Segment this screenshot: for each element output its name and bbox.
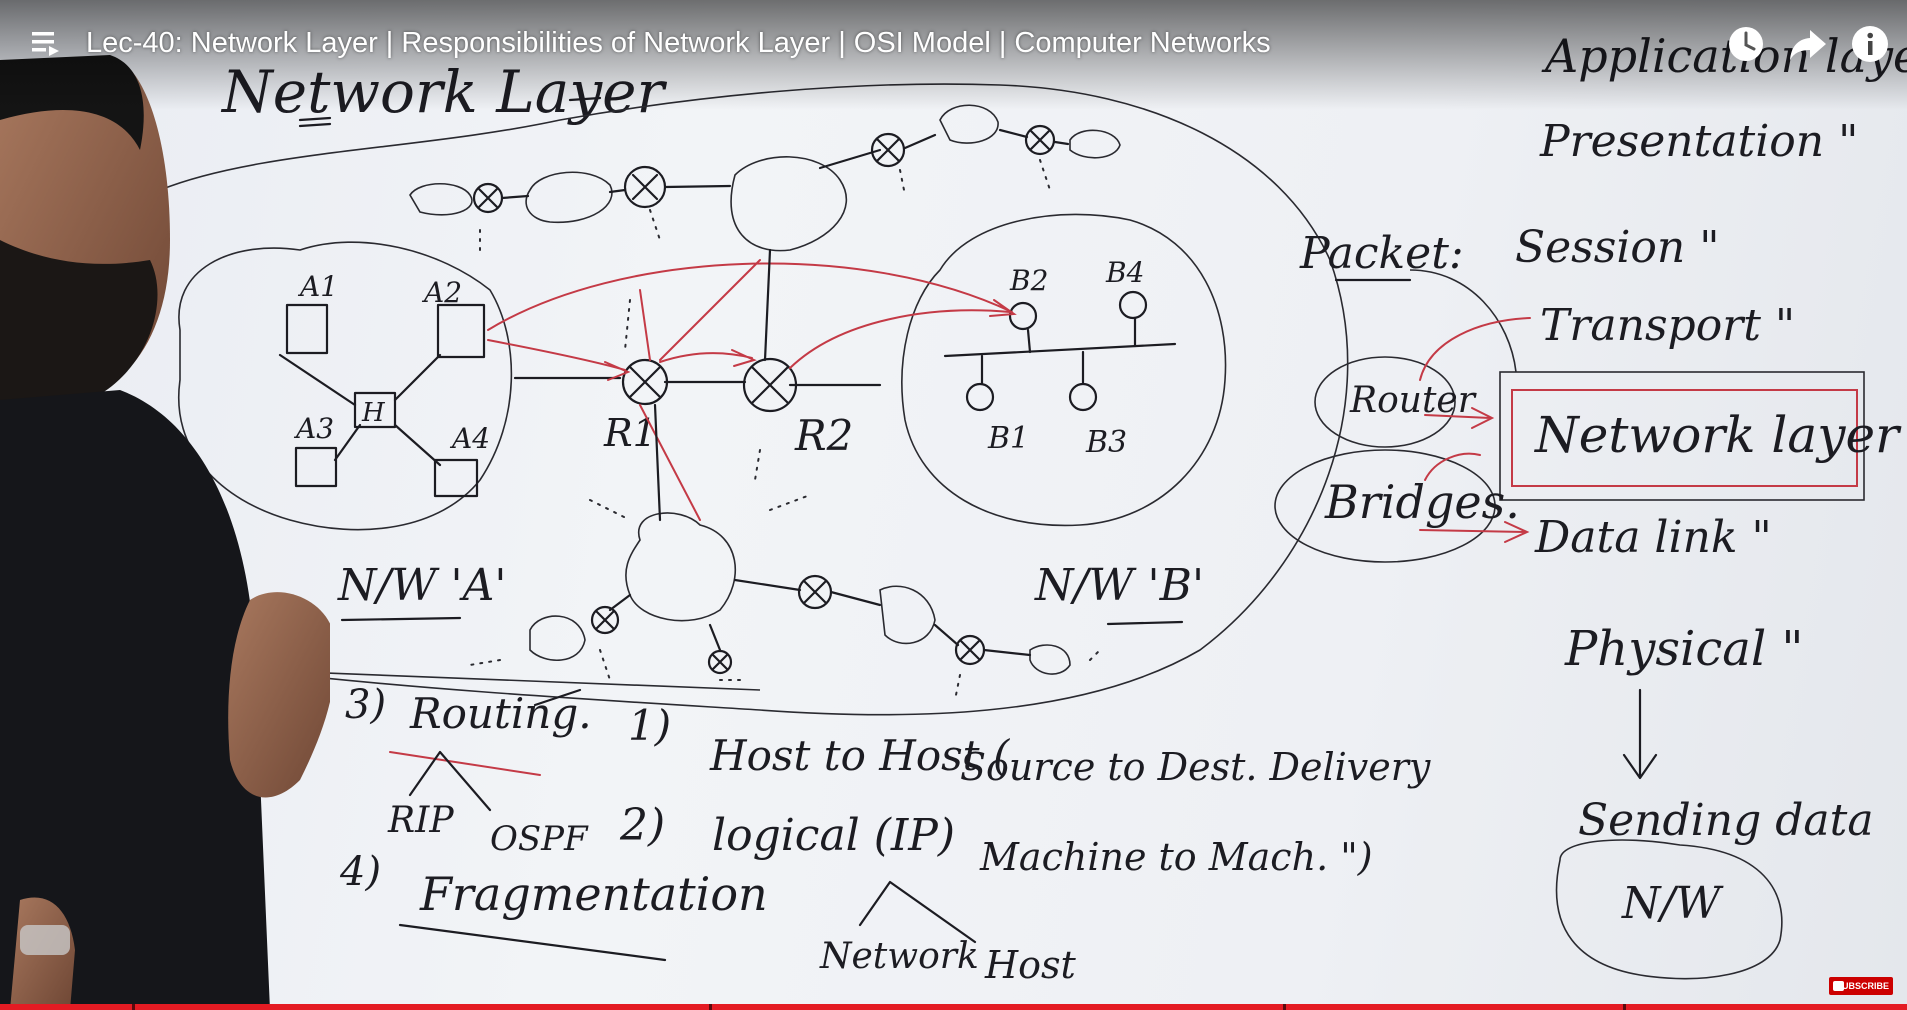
info-icon bbox=[1852, 26, 1888, 62]
chapter-marker bbox=[1283, 1004, 1286, 1010]
subscribe-button[interactable]: SUBSCRIBE bbox=[1829, 977, 1893, 995]
item1-number: 1) bbox=[628, 701, 671, 750]
item4-number: 4) bbox=[339, 849, 381, 895]
host-a4-label: A4 bbox=[449, 422, 490, 455]
clock-icon bbox=[1729, 27, 1763, 61]
chapter-marker bbox=[132, 1004, 135, 1010]
host-a3-label: A3 bbox=[293, 412, 334, 445]
network-b-label: N/W 'B' bbox=[1034, 560, 1204, 611]
host-b2-label: B2 bbox=[1009, 264, 1048, 297]
host-a1-label: A1 bbox=[297, 270, 338, 303]
item3-ospf: OSPF bbox=[490, 819, 589, 859]
chapter-marker bbox=[1623, 1004, 1626, 1010]
osi-transport: Transport " bbox=[1540, 300, 1795, 351]
host-b1-label: B1 bbox=[987, 421, 1029, 456]
packet-path bbox=[487, 339, 631, 381]
network-layer-box bbox=[1499, 371, 1865, 501]
router-circle bbox=[1314, 356, 1456, 448]
router-r1-label: R1 bbox=[603, 411, 657, 455]
item1-machine: Machine to Mach. ") bbox=[979, 835, 1373, 879]
osi-network: Network layer bbox=[1534, 406, 1902, 464]
item3-rip: RIP bbox=[387, 800, 454, 841]
item1-source-dest: Source to Dest. Delivery bbox=[960, 745, 1431, 789]
router-note: Router bbox=[1349, 380, 1477, 421]
packet-note: Packet: bbox=[1299, 228, 1464, 279]
item2-logical: logical (IP) bbox=[712, 810, 955, 861]
share-button[interactable] bbox=[1786, 22, 1830, 66]
bridges-circle bbox=[1274, 449, 1496, 563]
host-b3-label: B3 bbox=[1085, 425, 1127, 460]
info-button[interactable] bbox=[1848, 22, 1892, 66]
hub-box bbox=[353, 391, 397, 429]
router-r2 bbox=[742, 357, 798, 413]
chapter-marker bbox=[709, 1004, 712, 1010]
bridges-note: Bridges. bbox=[1324, 475, 1520, 529]
host-a2 bbox=[436, 303, 486, 359]
network-b-cloud bbox=[901, 213, 1227, 527]
network-a-cloud bbox=[177, 241, 513, 531]
router-r1 bbox=[621, 358, 669, 406]
item3-number: 3) bbox=[345, 682, 386, 728]
item4-fragmentation: Fragmentation bbox=[419, 867, 768, 921]
progress-bar-fill bbox=[0, 1004, 1907, 1010]
presenter bbox=[0, 55, 330, 1010]
watch-later-button[interactable] bbox=[1724, 22, 1768, 66]
router-r2-label: R2 bbox=[794, 411, 853, 460]
progress-bar[interactable] bbox=[0, 1004, 1907, 1010]
sending-data-note: Sending data bbox=[1578, 795, 1874, 846]
osi-physical: Physical " bbox=[1564, 621, 1804, 677]
osi-presentation: Presentation " bbox=[1539, 116, 1858, 167]
host-a2-label: A2 bbox=[421, 276, 462, 309]
host-b4-label: B4 bbox=[1105, 256, 1144, 289]
osi-session: Session " bbox=[1515, 222, 1719, 273]
nw-note: N/W bbox=[1621, 878, 1724, 929]
share-arrow-icon bbox=[1790, 30, 1826, 60]
item1-host-to-host: Host to Host ( bbox=[709, 731, 1011, 780]
video-title[interactable]: Lec-40: Network Layer | Responsibilities… bbox=[86, 27, 1271, 59]
playlist-button[interactable] bbox=[30, 28, 62, 58]
item2-number: 2) bbox=[619, 800, 665, 851]
host-a3 bbox=[294, 446, 338, 488]
item2-network: Network bbox=[819, 936, 979, 977]
host-a1 bbox=[285, 303, 329, 355]
osi-data-link: Data link " bbox=[1534, 512, 1772, 563]
hub-label: H bbox=[361, 398, 386, 428]
internet-boundary bbox=[159, 83, 1349, 716]
item2-host: Host bbox=[984, 943, 1077, 987]
host-a4 bbox=[433, 458, 479, 498]
network-a-label: N/W 'A' bbox=[337, 560, 507, 611]
playlist-icon bbox=[32, 32, 59, 56]
